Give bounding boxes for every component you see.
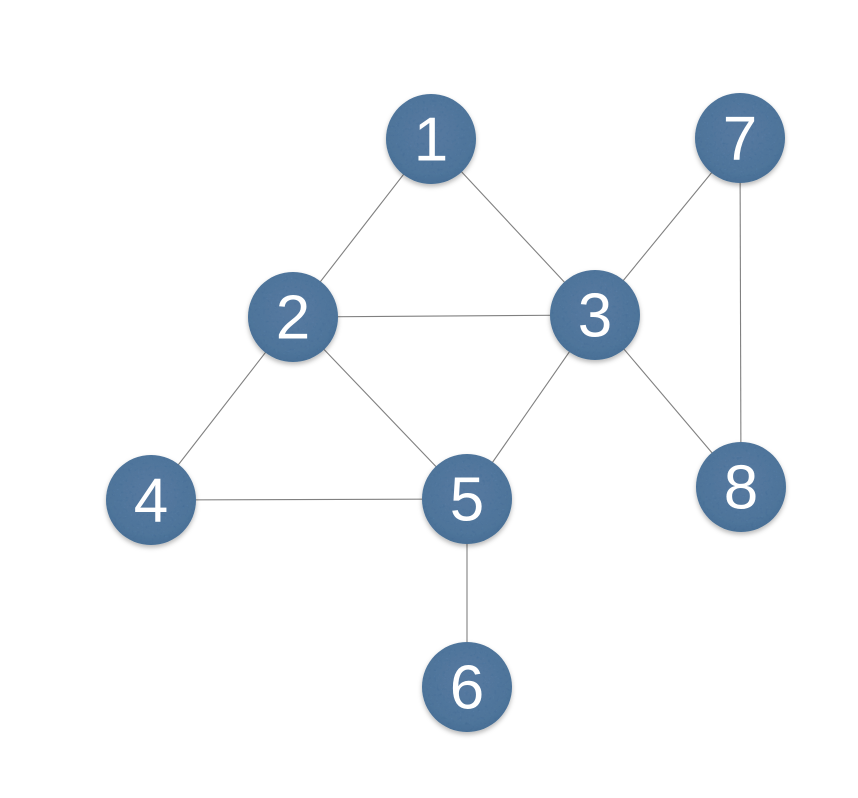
graph-node-8[interactable]: 8 (696, 442, 786, 532)
graph-node-7[interactable]: 7 (695, 93, 785, 183)
graph-edge-2-3 (292, 314, 596, 318)
graph-node-5[interactable]: 5 (422, 454, 512, 544)
node-label: 5 (450, 466, 484, 535)
node-texture-light (106, 455, 196, 545)
node-label: 1 (414, 106, 448, 175)
node-texture-light (422, 454, 512, 544)
node-label: 7 (723, 105, 757, 174)
node-texture-light (696, 442, 786, 532)
graph-node-3[interactable]: 3 (550, 270, 640, 360)
graph-edge-4-5 (150, 498, 468, 501)
node-texture-light (422, 642, 512, 732)
node-label: 4 (134, 467, 168, 536)
graph-node-2[interactable]: 2 (248, 272, 338, 362)
node-label: 6 (450, 654, 484, 723)
node-label: 3 (578, 282, 612, 351)
graph-node-6[interactable]: 6 (422, 642, 512, 732)
node-texture-light (695, 93, 785, 183)
node-label: 2 (276, 284, 310, 353)
node-texture-light (248, 272, 338, 362)
nodes-layer: 1 2 3 4 5 6 7 8 (106, 93, 786, 732)
node-label: 8 (724, 454, 758, 523)
edges-layer (150, 137, 742, 687)
node-texture-light (550, 270, 640, 360)
node-texture-light (386, 94, 476, 184)
graph-node-1[interactable]: 1 (386, 94, 476, 184)
graph-edge-7-8 (739, 137, 742, 488)
graph-node-4[interactable]: 4 (106, 455, 196, 545)
